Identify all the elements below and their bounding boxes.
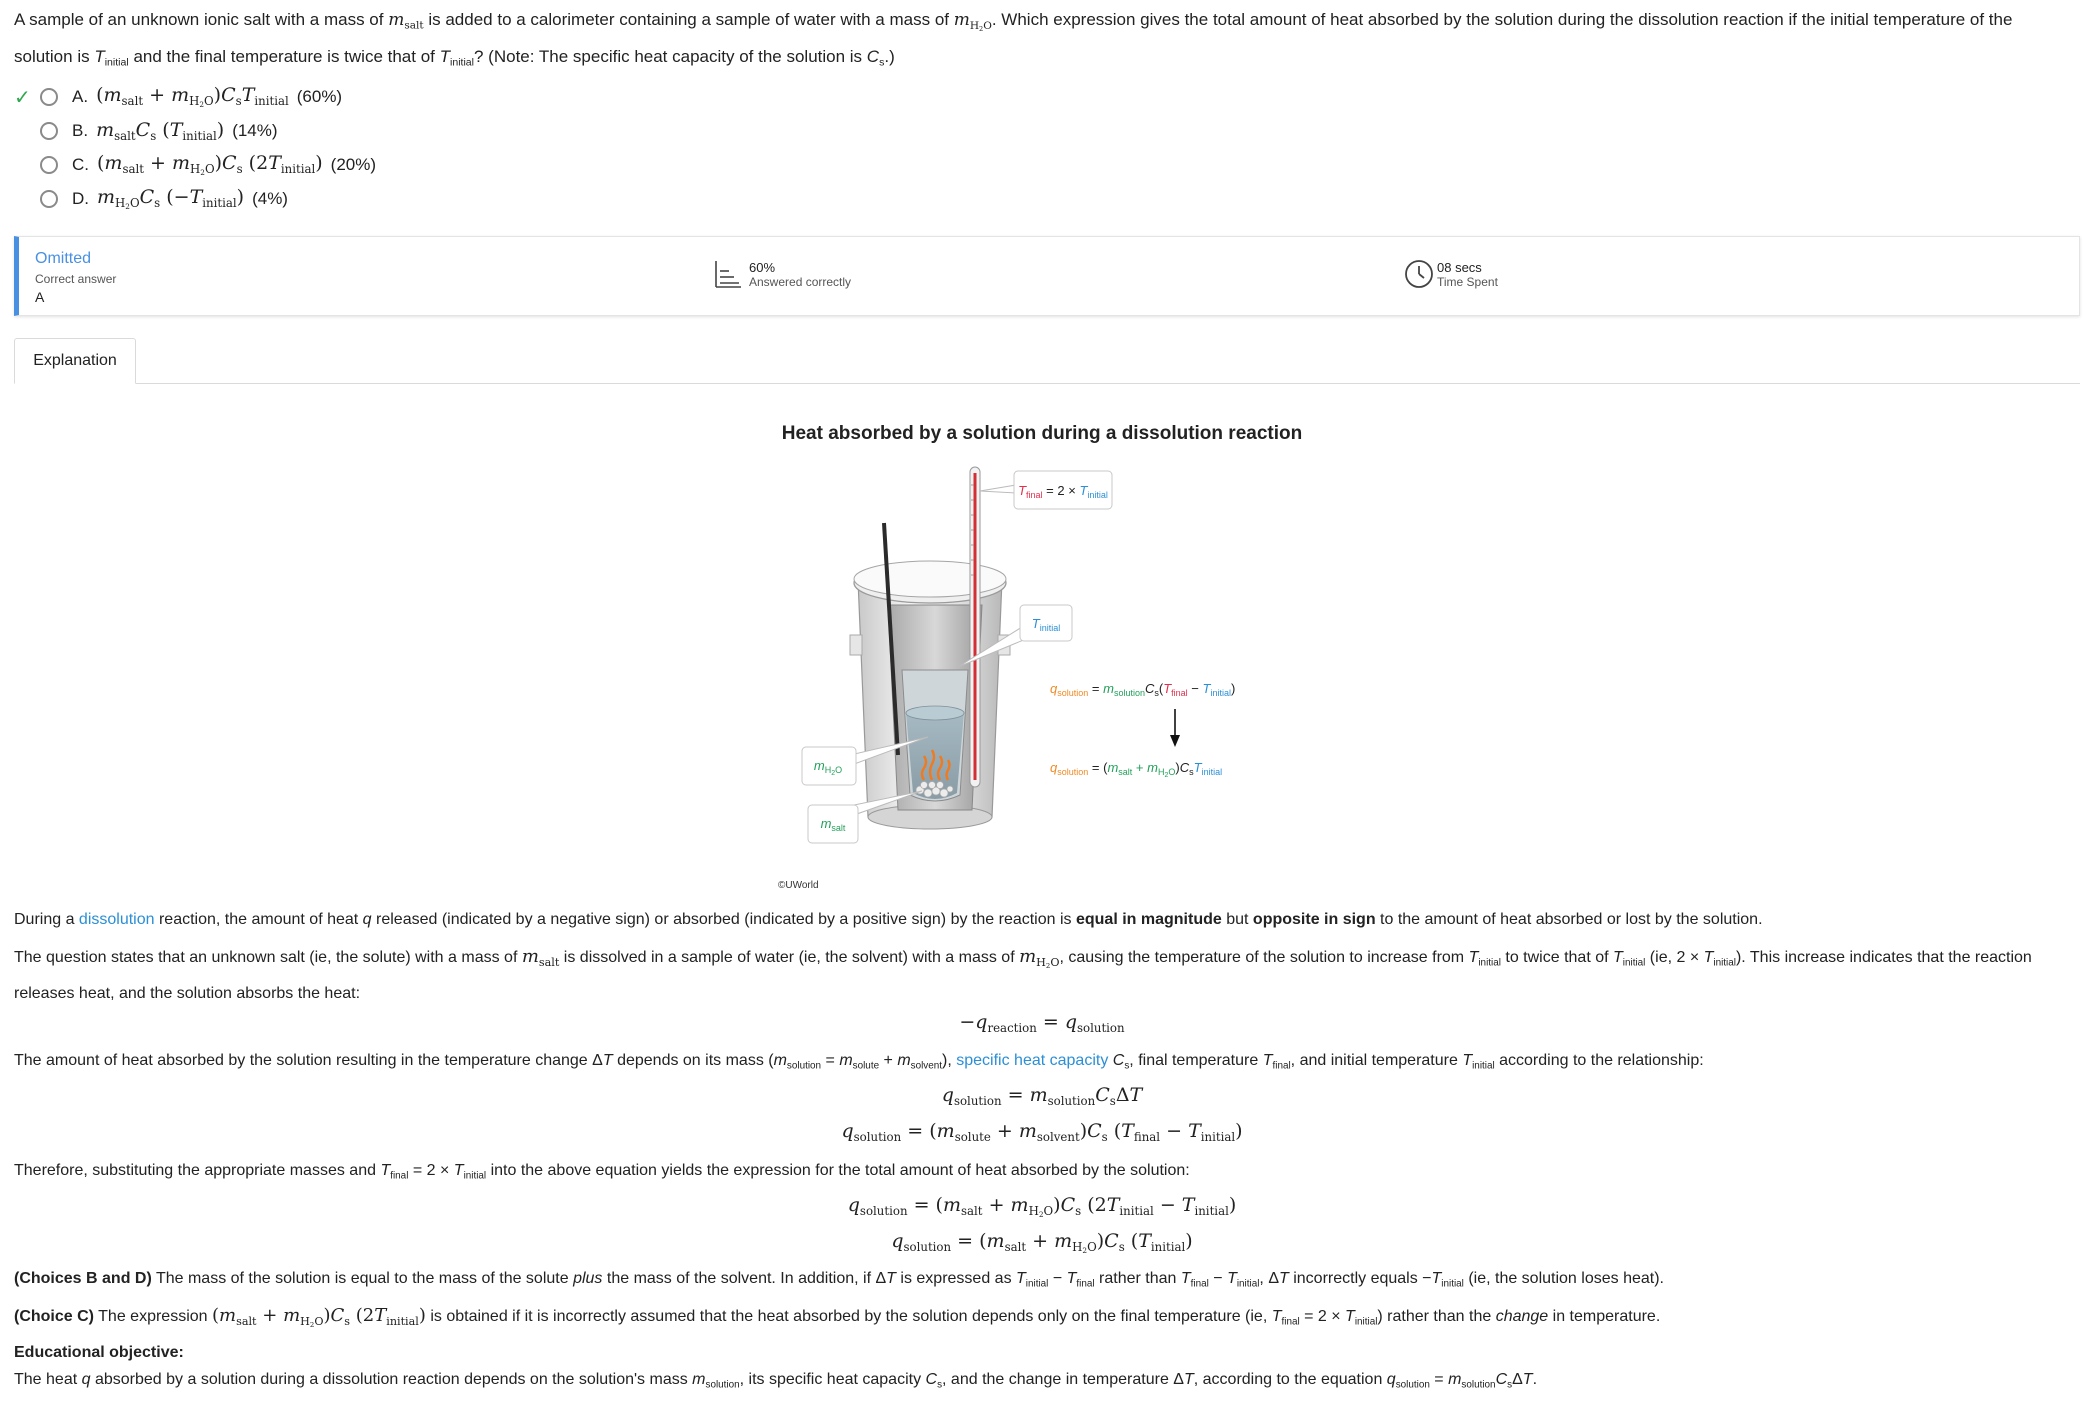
choice-b-expression: msaltCs (Tinitial) [96,118,225,144]
answer-choices: ✓ A. (msalt + mH2O)CsTinitial (60%) B. m… [14,80,376,216]
explanation-paragraph-3: The amount of heat absorbed by the solut… [14,1052,1704,1072]
copyright: ©UWorld [778,880,819,891]
stats-bar: Omitted Correct answer A 60% Answered co… [14,236,2080,316]
choice-a-percent: (60%) [296,87,343,106]
equation-q-general: qsolution = msolutionCsΔT [941,1084,1143,1109]
choice-b[interactable]: B. msaltCs (Tinitial) (14%) [14,114,376,148]
choice-d-percent: (4%) [252,189,288,208]
choice-b-percent: (14%) [232,121,278,140]
m-salt-symbol: msalt [388,10,424,32]
tab-explanation[interactable]: Explanation [14,338,136,384]
choice-a-expression: (msalt + mH2O)CsTinitial [96,84,289,110]
explanation-paragraph-2: The question states that an unknown salt… [14,946,2032,1002]
choice-c-percent: (20%) [330,155,377,174]
answer-status: Omitted [35,250,92,267]
radio-button[interactable] [40,122,58,140]
explanation-paragraph-1: During a dissolution reaction, the amoun… [14,911,1763,928]
correct-answer-value: A [35,289,45,305]
bar-chart-icon [715,261,741,288]
educational-objective-text: The heat q absorbed by a solution during… [14,1371,1538,1391]
equation-q-reaction: −qreaction = qsolution [959,1011,1125,1036]
tab-bar: Explanation [14,338,2080,384]
dissolution-link[interactable]: dissolution [78,911,155,928]
t-final-callout: Tfinal = 2 × Tinitial [1018,483,1108,500]
clock-icon [1405,260,1433,288]
m-salt-callout: msalt [821,816,846,833]
choice-d-expression: mH2OCs (−Tinitial) [97,186,245,212]
time-spent-value: 08 secs [1437,259,1482,275]
explanation-choice-c: (Choice C) The expression (msalt + mH2O)… [14,1305,1661,1329]
radio-button[interactable] [40,190,58,208]
correct-answer-label: Correct answer [35,272,117,286]
question-stem: A sample of an unknown ionic salt with a… [14,10,2013,69]
calorimeter-illustration: Tfinal = 2 × Tinitial Tinitial mH2O msal… [801,466,1235,844]
m-h2o-callout: mH2O [814,758,842,777]
choice-c[interactable]: C. (msalt + mH2O)Cs (2Tinitial) (20%) [14,148,376,182]
time-spent-label: Time Spent [1437,274,1498,289]
educational-objective-title: Educational objective: [14,1344,184,1361]
radio-button[interactable] [40,156,58,174]
percent-correct-label: Answered correctly [749,274,852,289]
radio-button[interactable] [40,88,58,106]
time-spent-block: 08 secs Time Spent [1404,259,1498,289]
choice-c-expression: (msalt + mH2O)Cs (2Tinitial) [97,152,323,178]
choice-d[interactable]: D. mH2OCs (−Tinitial) (4%) [14,182,376,216]
check-icon: ✓ [14,86,31,109]
t-initial-callout: Tinitial [1032,616,1060,633]
choice-a[interactable]: ✓ A. (msalt + mH2O)CsTinitial (60%) [14,84,343,110]
figure-equation-general: qsolution = msolutionCs(Tfinal − Tinitia… [1050,681,1235,698]
equation-q-final: qsolution = (msalt + mH2O)Cs (Tinitial) [891,1230,1193,1256]
explanation-paragraph-4: Therefore, substituting the appropriate … [14,1162,1190,1182]
m-h2o-symbol: mH2O [953,10,992,33]
specific-heat-capacity-link[interactable]: specific heat capacity [956,1052,1109,1069]
equation-q-masses: qsolution = (msolute + msolvent)Cs (Tfin… [841,1120,1243,1145]
figure-equation-substituted: qsolution = (msalt + mH2O)CsTinitial [1050,760,1222,779]
equation-q-substituted: qsolution = (msalt + mH2O)Cs (2Tinitial … [847,1194,1237,1220]
percent-correct-value: 60% [749,259,776,275]
explanation-choices-b-d: (Choices B and D) The mass of the soluti… [14,1270,1664,1290]
percent-correct-block: 60% Answered correctly [714,259,851,289]
figure-title: Heat absorbed by a solution during a dis… [781,423,1303,444]
